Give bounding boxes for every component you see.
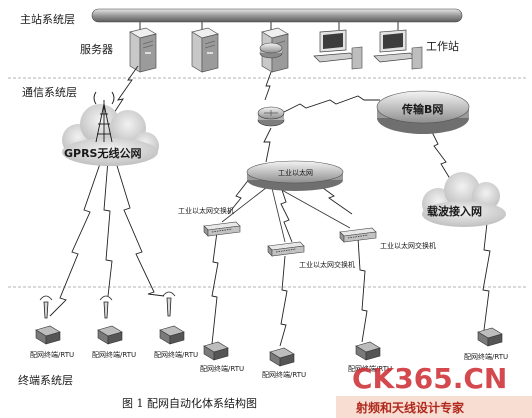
switch-icon xyxy=(339,227,377,243)
carrier-label: 载波接入网 xyxy=(427,205,482,218)
rtu-label: 配网终端/RTU xyxy=(200,365,245,373)
server-label: 服务器 xyxy=(80,43,113,56)
antenna-icon xyxy=(39,295,53,319)
gprs-label: GPRS无线公网 xyxy=(64,147,142,160)
watermark-band xyxy=(336,396,532,418)
rtu-device-icon xyxy=(159,325,185,345)
rtu-device-icon xyxy=(355,341,381,361)
workstation-icon xyxy=(373,29,423,70)
router-icon xyxy=(257,106,285,127)
watermark-logo-text: CK365.CN xyxy=(352,362,508,395)
rtu-device-icon xyxy=(203,341,229,361)
comm-layer-label: 通信系统层 xyxy=(22,86,77,99)
rtu-label: 配网终端/RTU xyxy=(30,351,75,359)
transport-network-disc xyxy=(376,90,470,134)
switch-label: 工业以太网交换机 xyxy=(299,261,355,269)
switch-label: 工业以太网交换机 xyxy=(178,207,234,215)
workstation-icon xyxy=(313,29,363,70)
carrier-cloud xyxy=(422,172,506,227)
switch-label: 工业以太网交换机 xyxy=(380,242,436,250)
figure-caption: 图 1 配网自动化体系结构图 xyxy=(122,397,257,410)
router-icon xyxy=(259,42,283,59)
ethernet-label: 工业以太网 xyxy=(278,169,313,177)
master-bus xyxy=(91,8,463,23)
watermark-logo: CK365.CN xyxy=(352,362,507,395)
switch-icon xyxy=(203,221,241,237)
workstation-label: 工作站 xyxy=(426,40,459,53)
rtu-label: 配网终端/RTU xyxy=(154,351,199,359)
transport-label: 传输B网 xyxy=(402,103,444,116)
rtu-device-icon xyxy=(269,347,295,367)
server-icon xyxy=(191,27,219,73)
watermark-tagline: 射频和天线设计专家 xyxy=(356,401,465,415)
master-layer-label: 主站系统层 xyxy=(20,13,75,26)
rtu-label: 配网终端/RTU xyxy=(464,353,509,361)
rtu-label: 配网终端/RTU xyxy=(262,371,307,379)
rtu-label: 配网终端/RTU xyxy=(348,365,393,373)
switch-icon xyxy=(267,241,305,257)
antenna-icon xyxy=(162,291,176,317)
server-icon xyxy=(129,27,157,73)
ethernet-disc xyxy=(246,160,344,191)
radio-tower-icon xyxy=(93,91,115,143)
rtu-device-icon xyxy=(35,325,61,345)
terminal-layer-label: 终端系统层 xyxy=(18,374,73,387)
wireless-links xyxy=(49,65,491,347)
antenna-icon xyxy=(99,295,113,319)
bus-drops xyxy=(139,22,399,30)
rtu-device-icon xyxy=(97,325,123,345)
rtu-label: 配网终端/RTU xyxy=(92,351,137,359)
wired-links xyxy=(221,183,351,243)
rtu-device-icon xyxy=(477,327,503,347)
